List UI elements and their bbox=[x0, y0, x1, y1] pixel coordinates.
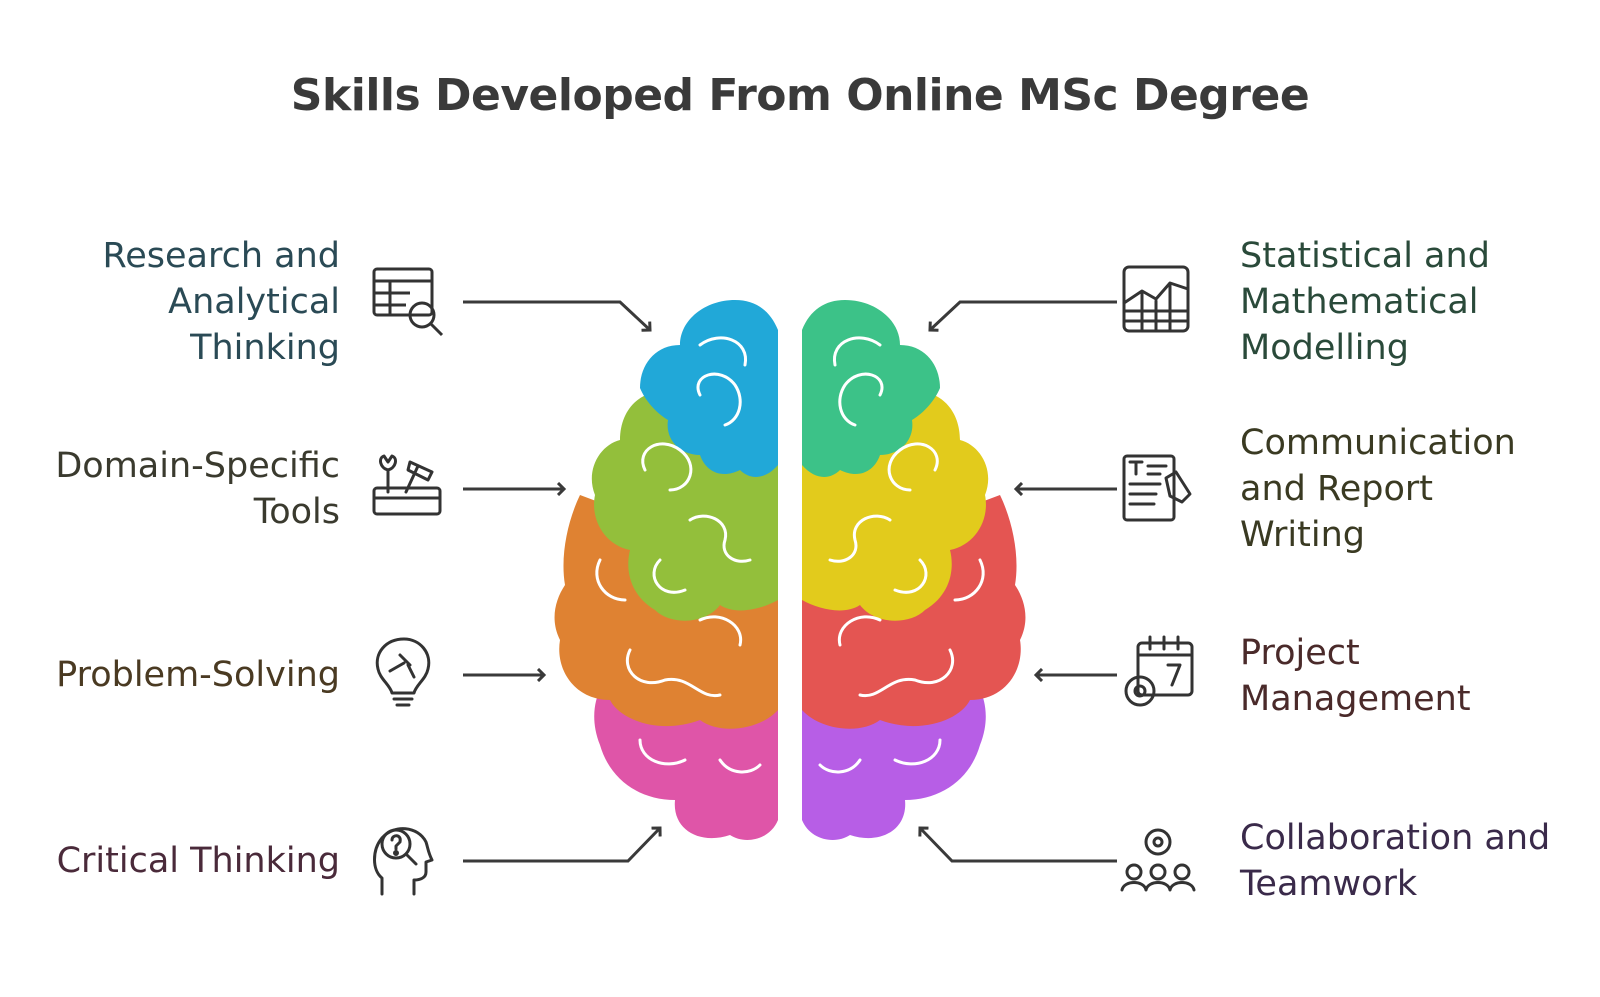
skill-label-line: Mathematical bbox=[1240, 282, 1479, 322]
arrow-collaboration bbox=[920, 828, 1117, 863]
skill-critical-label: Critical Thinking bbox=[20, 838, 340, 884]
diagram-title: Skills Developed From Online MSc Degree bbox=[290, 70, 1310, 121]
skill-label-line: Project bbox=[1240, 633, 1360, 673]
skill-label-line: Domain-Specific bbox=[55, 446, 340, 486]
skill-label-line: Tools bbox=[253, 492, 340, 532]
brain-left-hemisphere bbox=[554, 300, 778, 840]
table-search-icon bbox=[372, 267, 444, 337]
skill-label-line: Analytical bbox=[168, 282, 340, 322]
head-question-icon bbox=[373, 827, 434, 896]
toolbox-icon bbox=[372, 454, 442, 516]
arrow-critical bbox=[463, 828, 660, 863]
skill-label-line: Statistical and bbox=[1240, 236, 1490, 276]
team-gear-icon bbox=[1120, 828, 1196, 892]
skill-label-line: Communication bbox=[1240, 423, 1516, 463]
skill-label-line: Problem-Solving bbox=[56, 655, 340, 695]
brain-region-green bbox=[802, 300, 940, 477]
skill-label-line: Thinking bbox=[190, 328, 340, 368]
brain-right-hemisphere bbox=[802, 300, 1026, 840]
calendar-gear-icon bbox=[1124, 635, 1194, 707]
skill-label-line: Management bbox=[1240, 679, 1471, 719]
chart-grid-icon bbox=[1122, 265, 1190, 333]
skill-problem-label: Problem-Solving bbox=[20, 652, 340, 698]
skill-label-line: Critical Thinking bbox=[56, 841, 340, 881]
skill-label-line: Modelling bbox=[1240, 328, 1409, 368]
arrow-statistical bbox=[930, 300, 1117, 330]
skill-label-line: and Report bbox=[1240, 469, 1433, 509]
skill-label-line: Writing bbox=[1240, 515, 1365, 555]
arrow-research bbox=[463, 300, 650, 330]
skill-label-line: Teamwork bbox=[1240, 864, 1418, 904]
lightbulb-puzzle-icon bbox=[375, 637, 431, 707]
skill-label-line: Research and bbox=[102, 236, 340, 276]
skill-label-line: Collaboration and bbox=[1240, 818, 1551, 858]
brain-region-blue bbox=[640, 300, 778, 477]
document-pen-icon bbox=[1122, 454, 1192, 522]
